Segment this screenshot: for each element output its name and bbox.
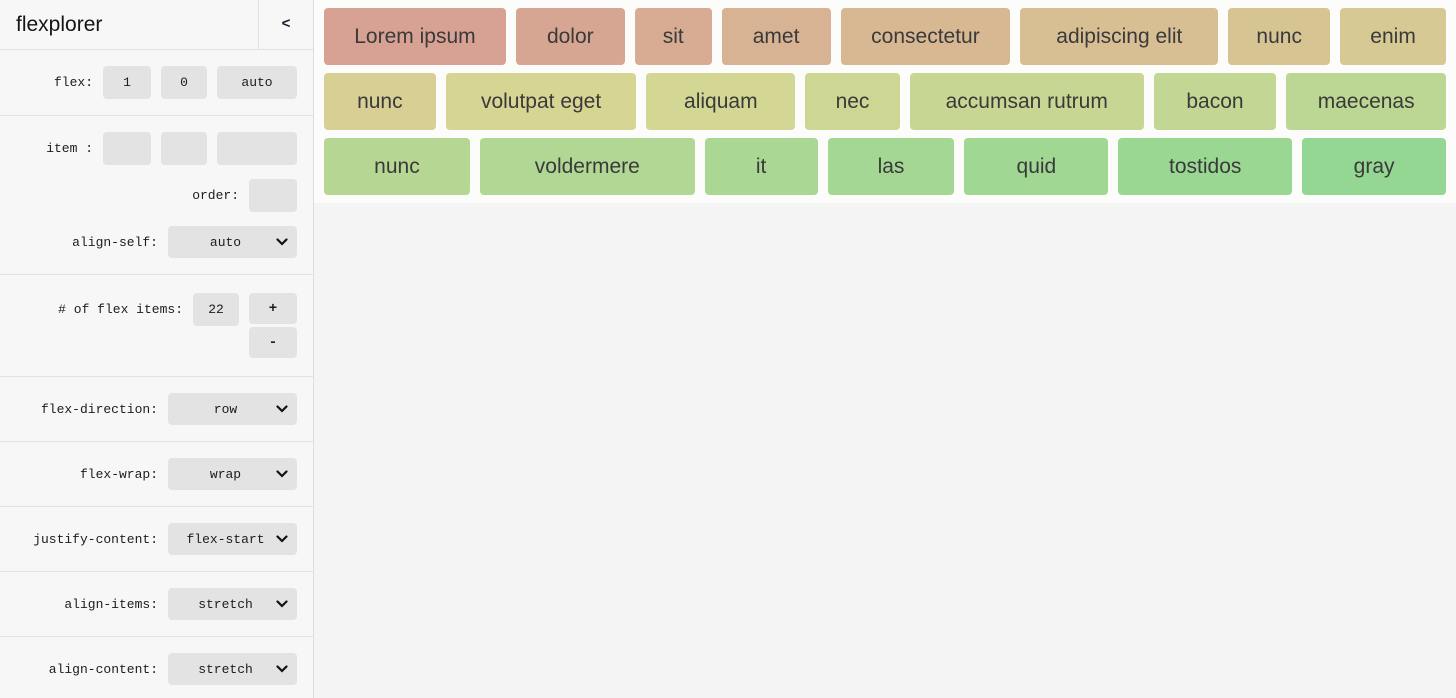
chevron-down-icon <box>276 600 288 608</box>
section-justify-content: justify-content: flex-start <box>0 507 313 572</box>
item-label: item : <box>46 141 93 156</box>
add-item-button[interactable]: + <box>249 293 297 324</box>
remove-item-button[interactable]: - <box>249 327 297 358</box>
chevron-down-icon <box>276 665 288 673</box>
flex-label: flex: <box>53 75 93 90</box>
chevron-down-icon <box>276 535 288 543</box>
flex-direction-label: flex-direction: <box>40 401 158 417</box>
app-title: flexplorer <box>16 12 103 36</box>
align-items-select[interactable]: stretch <box>168 588 297 620</box>
flex-item[interactable]: volutpat eget <box>445 73 637 130</box>
flex-item[interactable]: maecenas <box>1286 73 1447 130</box>
flex-item[interactable]: nunc <box>324 138 470 195</box>
item-grow-input[interactable] <box>103 132 151 165</box>
flex-shrink-input[interactable] <box>161 66 207 99</box>
flex-item[interactable]: accumsan rutrum <box>909 73 1144 130</box>
section-flex: flex: <box>0 50 313 116</box>
flex-item[interactable]: quid <box>964 138 1109 195</box>
align-content-select[interactable]: stretch <box>168 653 297 685</box>
flex-item[interactable]: amet <box>721 8 831 65</box>
chevron-down-icon <box>276 470 288 478</box>
flex-item[interactable]: Lorem ipsum <box>324 8 506 65</box>
order-input[interactable] <box>249 179 297 212</box>
flex-item[interactable]: nec <box>805 73 900 130</box>
flex-items-count-label: # of flex items: <box>58 302 183 317</box>
flex-grow-input[interactable] <box>103 66 151 99</box>
section-count: # of flex items: + - <box>0 275 313 377</box>
flex-wrap-label: flex-wrap: <box>79 466 158 482</box>
flex-item[interactable]: tostidos <box>1118 138 1293 195</box>
sidebar: flexplorer < flex: item : order: align-s… <box>0 0 314 698</box>
chevron-left-icon: < <box>281 16 291 33</box>
flex-item[interactable]: dolor <box>515 8 625 65</box>
section-item: item : order: align-self: auto <box>0 116 313 275</box>
chevron-down-icon <box>276 238 288 246</box>
section-align-items: align-items: stretch <box>0 572 313 637</box>
flex-basis-input[interactable] <box>217 66 297 99</box>
order-label: order: <box>192 188 239 203</box>
item-shrink-input[interactable] <box>161 132 207 165</box>
flex-direction-select[interactable]: row <box>168 393 297 425</box>
flex-item[interactable]: las <box>827 138 955 195</box>
section-flex-direction: flex-direction: row <box>0 377 313 442</box>
flex-item[interactable]: nunc <box>324 73 436 130</box>
sidebar-header: flexplorer < <box>0 0 313 50</box>
justify-content-label: justify-content: <box>33 531 158 547</box>
flex-wrap-select[interactable]: wrap <box>168 458 297 490</box>
section-flex-wrap: flex-wrap: wrap <box>0 442 313 507</box>
section-align-content: align-content: stretch <box>0 637 313 698</box>
flex-item[interactable]: aliquam <box>646 73 796 130</box>
flex-item[interactable]: enim <box>1340 8 1446 65</box>
flex-item[interactable]: consectetur <box>840 8 1011 65</box>
flex-item[interactable]: bacon <box>1153 73 1277 130</box>
item-basis-input[interactable] <box>217 132 297 165</box>
flex-item[interactable]: voldermere <box>479 138 695 195</box>
align-items-label: align-items: <box>64 596 158 612</box>
collapse-sidebar-button[interactable]: < <box>258 0 313 49</box>
align-self-label: align-self: <box>72 234 158 250</box>
justify-content-select[interactable]: flex-start <box>168 523 297 555</box>
flex-item[interactable]: sit <box>634 8 712 65</box>
flex-item[interactable]: nunc <box>1228 8 1331 65</box>
flex-item[interactable]: it <box>704 138 818 195</box>
align-content-label: align-content: <box>48 661 158 677</box>
align-self-select[interactable]: auto <box>168 226 297 258</box>
flex-item[interactable]: gray <box>1302 138 1447 195</box>
flex-item[interactable]: adipiscing elit <box>1020 8 1219 65</box>
flex-items-count-input[interactable] <box>193 293 239 326</box>
chevron-down-icon <box>276 405 288 413</box>
